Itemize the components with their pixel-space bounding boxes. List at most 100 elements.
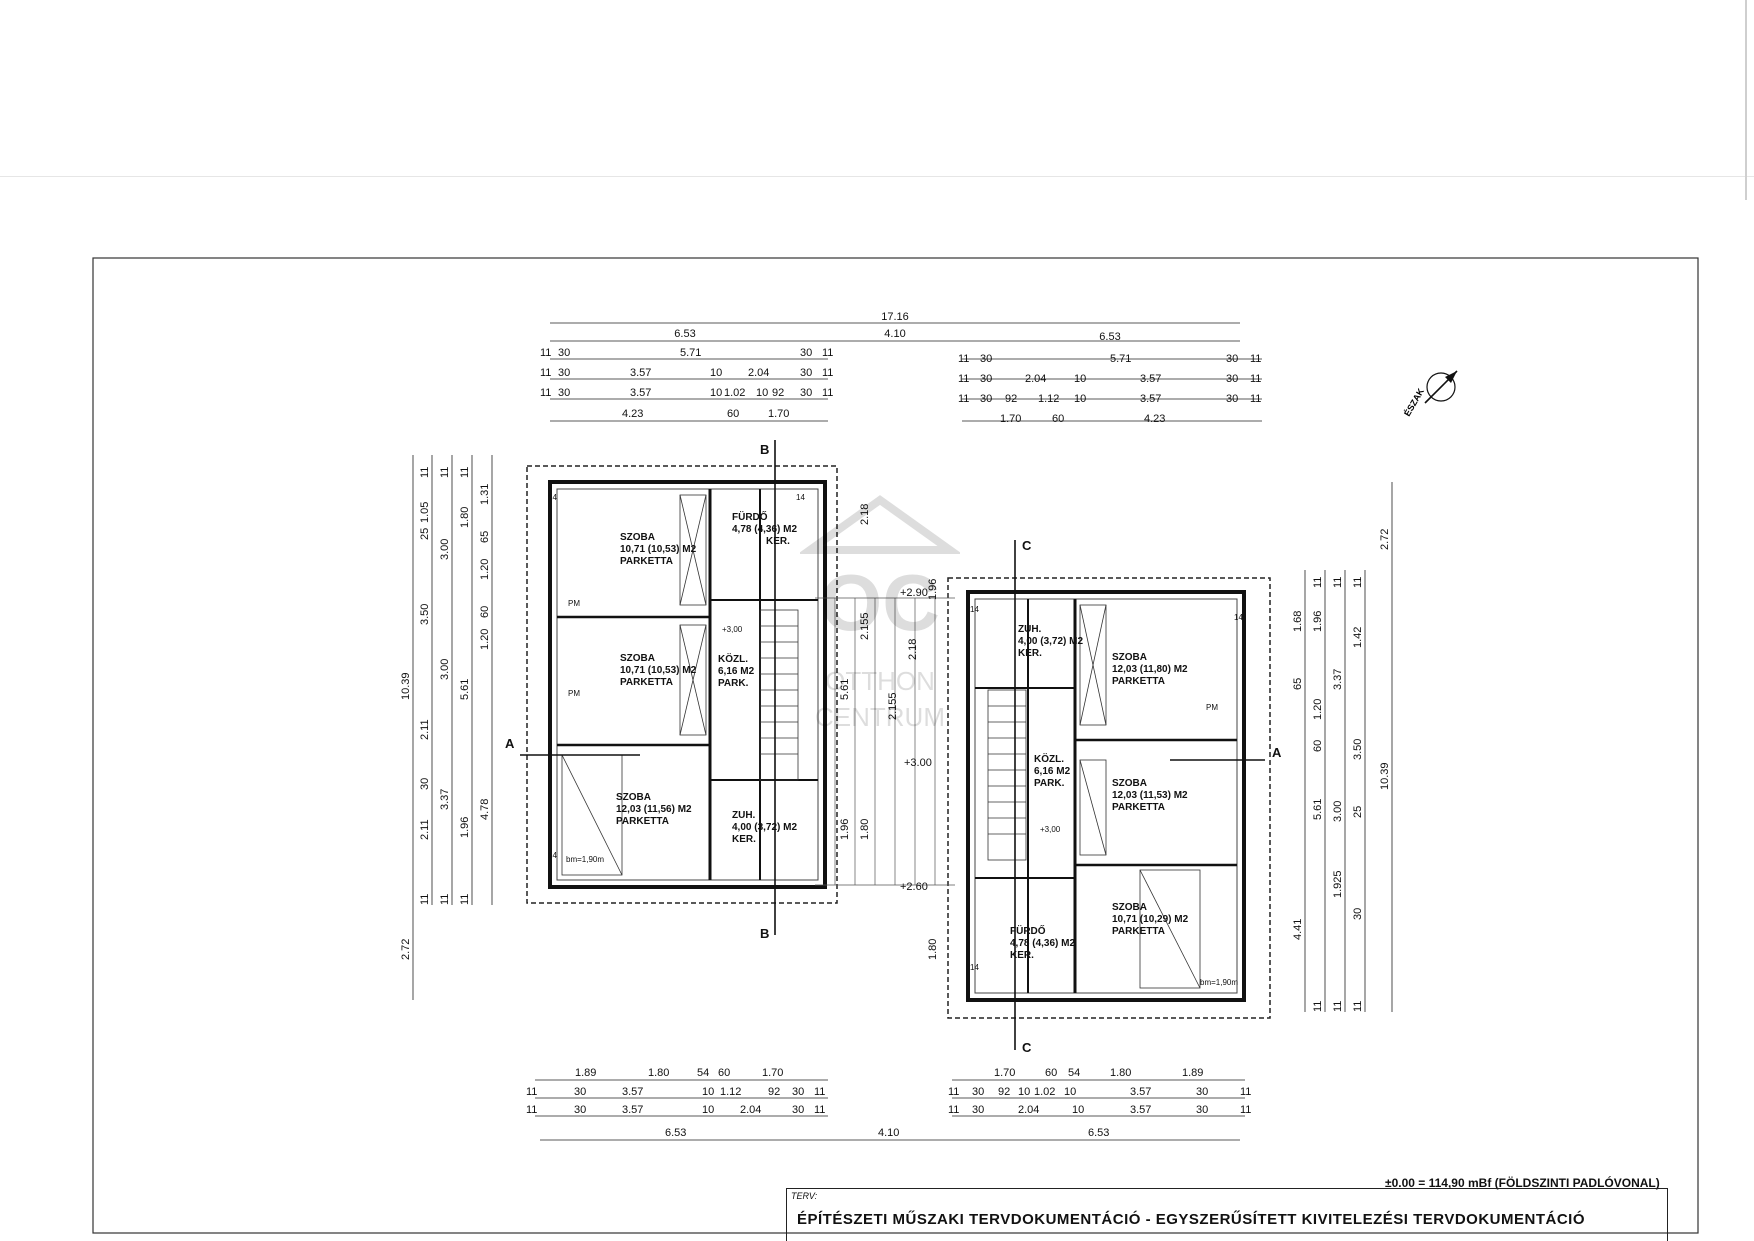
svg-text:11: 11 — [1250, 373, 1261, 385]
section-C-top: C — [1022, 538, 1032, 553]
svg-text:25: 25 — [1352, 806, 1364, 818]
watermark-logo: OC OTTHON CENTRUM — [800, 495, 960, 732]
svg-text:11: 11 — [1312, 577, 1324, 588]
svg-text:60: 60 — [1312, 740, 1324, 752]
svg-text:1.80: 1.80 — [859, 819, 871, 840]
svg-text:KER.: KER. — [732, 834, 756, 845]
svg-text:92: 92 — [998, 1086, 1010, 1098]
svg-text:3.57: 3.57 — [1140, 373, 1161, 385]
svg-text:1.80: 1.80 — [1110, 1067, 1131, 1079]
svg-text:5.71: 5.71 — [1110, 353, 1131, 365]
svg-text:2.04: 2.04 — [1025, 373, 1046, 385]
svg-text:1.70: 1.70 — [762, 1067, 783, 1079]
svg-text:92: 92 — [772, 387, 784, 399]
svg-text:30: 30 — [972, 1104, 984, 1116]
svg-text:1.20: 1.20 — [479, 559, 491, 580]
svg-text:PARKETTA: PARKETTA — [1112, 926, 1165, 937]
svg-text:11: 11 — [822, 347, 833, 359]
svg-text:14: 14 — [1234, 613, 1243, 622]
svg-text:11: 11 — [1240, 1086, 1251, 1098]
svg-text:30: 30 — [558, 387, 570, 399]
svg-text:14: 14 — [548, 493, 557, 502]
svg-text:SZOBA: SZOBA — [620, 653, 655, 664]
svg-text:3.50: 3.50 — [1352, 739, 1364, 760]
svg-text:4,00 (3,72) M2: 4,00 (3,72) M2 — [1018, 636, 1083, 647]
svg-text:11: 11 — [1250, 393, 1261, 405]
svg-text:SZOBA: SZOBA — [1112, 902, 1147, 913]
svg-text:14: 14 — [970, 963, 979, 972]
svg-text:+2.60: +2.60 — [900, 881, 928, 893]
svg-text:5.61: 5.61 — [839, 679, 851, 700]
svg-text:1.96: 1.96 — [839, 819, 851, 840]
svg-text:11: 11 — [439, 467, 451, 478]
svg-text:2.18: 2.18 — [859, 504, 871, 525]
svg-text:3.37: 3.37 — [1332, 669, 1344, 690]
svg-text:11: 11 — [540, 347, 551, 359]
center-strip — [815, 597, 955, 886]
svg-text:3.00: 3.00 — [1332, 801, 1344, 822]
svg-text:2.04: 2.04 — [748, 367, 769, 379]
svg-text:ZUH.: ZUH. — [1018, 624, 1042, 635]
svg-text:5.61: 5.61 — [459, 679, 471, 700]
svg-text:1.70: 1.70 — [994, 1067, 1015, 1079]
svg-text:11: 11 — [814, 1086, 825, 1098]
dim-top-3: 6.53 — [1099, 331, 1120, 343]
svg-text:4.23: 4.23 — [622, 408, 643, 420]
svg-text:12,03 (11,80) M2: 12,03 (11,80) M2 — [1112, 664, 1188, 675]
sheet-frame — [92, 257, 1699, 1234]
svg-text:30: 30 — [1226, 393, 1238, 405]
svg-text:PM: PM — [568, 599, 580, 608]
svg-text:2.11: 2.11 — [419, 819, 431, 840]
svg-text:1.80: 1.80 — [648, 1067, 669, 1079]
svg-text:30: 30 — [1226, 353, 1238, 365]
svg-text:30: 30 — [800, 347, 812, 359]
svg-text:+3.00: +3.00 — [904, 757, 932, 769]
document-title: ÉPÍTÉSZETI MŰSZAKI TERVDOKUMENTÁCIÓ - EG… — [797, 1211, 1585, 1228]
dim-top-1: 6.53 — [674, 328, 695, 340]
svg-text:14: 14 — [970, 605, 979, 614]
svg-text:10.39: 10.39 — [400, 672, 412, 700]
svg-text:2.155: 2.155 — [859, 612, 871, 640]
svg-text:92: 92 — [768, 1086, 780, 1098]
svg-text:1.96: 1.96 — [1312, 611, 1324, 632]
svg-text:11: 11 — [1332, 1001, 1344, 1012]
svg-text:11: 11 — [540, 387, 551, 399]
svg-text:bm=1,90m: bm=1,90m — [1200, 978, 1238, 987]
svg-text:SZOBA: SZOBA — [616, 792, 651, 803]
top-dimension-lines — [550, 322, 1262, 422]
dim-top-total: 17.16 — [881, 311, 909, 323]
svg-text:60: 60 — [479, 606, 491, 618]
svg-text:2.04: 2.04 — [1018, 1104, 1039, 1116]
svg-text:11: 11 — [948, 1104, 959, 1116]
svg-text:4.78: 4.78 — [479, 799, 491, 820]
north-label: ÉSZAK — [1402, 386, 1426, 418]
svg-text:1.80: 1.80 — [459, 507, 471, 528]
svg-text:11: 11 — [540, 367, 551, 379]
terv-label: TERV: — [791, 1191, 818, 1201]
svg-text:25: 25 — [419, 528, 431, 540]
svg-text:PARKETTA: PARKETTA — [616, 816, 669, 827]
scan-edge-right — [1745, 0, 1747, 200]
svg-text:1.96: 1.96 — [459, 817, 471, 838]
svg-text:12,03 (11,53) M2: 12,03 (11,53) M2 — [1112, 790, 1188, 801]
svg-text:ZUH.: ZUH. — [732, 810, 756, 821]
right-room-labels: ZUH. 4,00 (3,72) M2 KER. SZOBA 12,03 (11… — [970, 605, 1243, 987]
svg-text:1.70: 1.70 — [1000, 413, 1021, 425]
svg-text:CENTRUM: CENTRUM — [815, 702, 945, 732]
svg-text:1.02: 1.02 — [1034, 1086, 1055, 1098]
svg-text:10: 10 — [710, 367, 722, 379]
svg-text:60: 60 — [727, 408, 739, 420]
left-unit-plan — [526, 465, 838, 904]
svg-text:2.155: 2.155 — [887, 692, 899, 720]
svg-text:54: 54 — [1068, 1067, 1080, 1079]
svg-text:3.00: 3.00 — [439, 659, 451, 680]
svg-text:OTTHON: OTTHON — [825, 666, 935, 696]
level-note: ±0.00 = 114,90 mBf (FÖLDSZINTI PADLÓVONA… — [1385, 1176, 1660, 1190]
svg-text:1.80: 1.80 — [927, 939, 939, 960]
dim-bottom-3: 6.53 — [1088, 1127, 1109, 1139]
section-B-bottom: B — [760, 926, 769, 941]
top-left-dims: 11 30 5.71 30 11 11 30 3.57 10 2.04 30 1… — [540, 347, 833, 420]
svg-text:10: 10 — [756, 387, 768, 399]
